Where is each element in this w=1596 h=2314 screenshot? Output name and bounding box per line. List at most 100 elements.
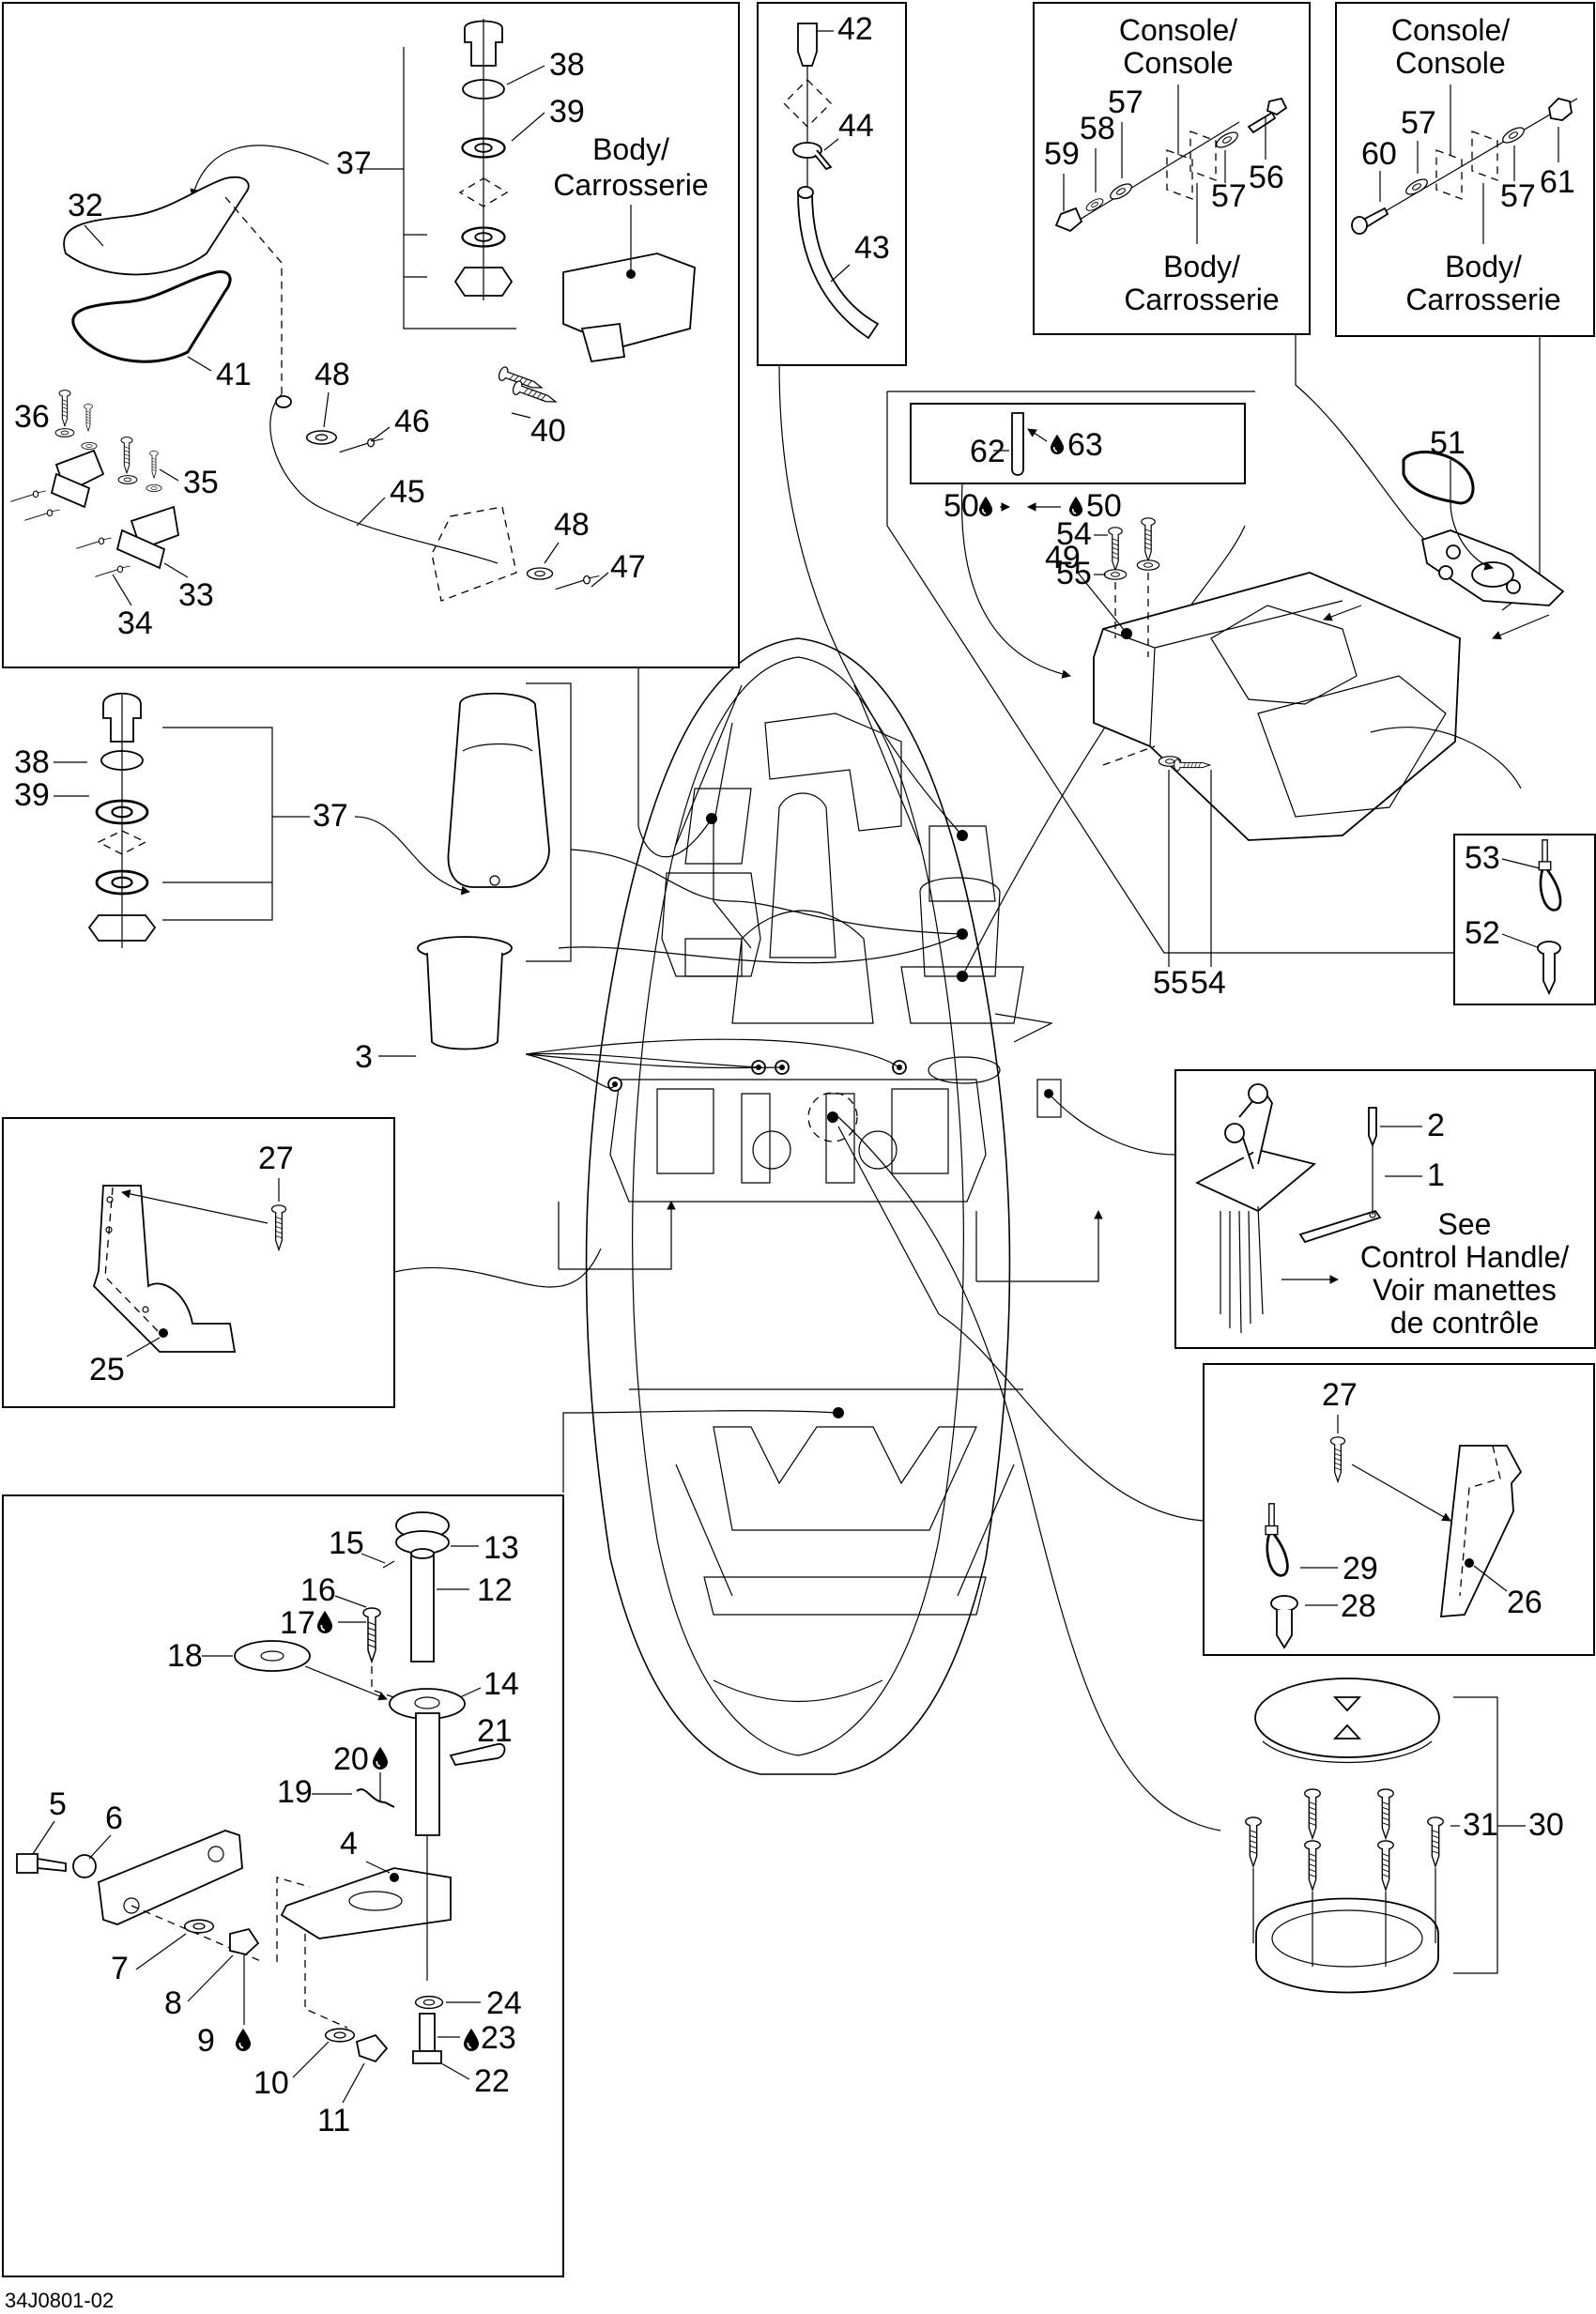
callout-42: 42	[837, 11, 873, 47]
callout-22: 22	[474, 2063, 510, 2099]
callout-57d: 57	[1500, 178, 1536, 214]
callout-61: 61	[1540, 164, 1575, 200]
callout-38: 38	[549, 47, 585, 83]
callout-2: 2	[1427, 1108, 1445, 1143]
note-body-2: Body/	[1445, 250, 1522, 284]
note-de-controle: de contrôle	[1390, 1306, 1539, 1340]
callout-48b: 48	[554, 507, 590, 543]
callout-59: 59	[1044, 136, 1080, 172]
callout-52: 52	[1465, 915, 1500, 951]
callout-15: 15	[329, 1525, 364, 1561]
box-bracket-left: 27 25	[2, 1117, 395, 1408]
callout-27b: 27	[1322, 1377, 1358, 1413]
note-console-2b: Console	[1395, 46, 1505, 80]
note-control-handle: Control Handle/	[1360, 1240, 1569, 1274]
callout-19: 19	[277, 1774, 313, 1810]
console-assembly: 62 63 50 50 49 54 55 55 54	[886, 391, 1596, 1001]
note-console-1: Console/	[1119, 13, 1237, 47]
callout-39: 39	[549, 94, 585, 130]
callout-33: 33	[178, 577, 214, 613]
note-carrosserie-1: Carrosserie	[1124, 283, 1279, 316]
access-cover: 31 30	[1245, 1678, 1564, 1994]
callout-23: 23	[481, 2020, 516, 2056]
callout-1: 1	[1427, 1157, 1445, 1193]
callout-57a: 57	[1108, 84, 1143, 120]
note-console-2: Console/	[1391, 13, 1510, 47]
box-control-handle: 2 1 See Control Handle/ Voir manettes de…	[1174, 1069, 1596, 1349]
box-column: 13 15 12 16 17 18 14 20 21 19	[2, 1494, 564, 2277]
callout-36: 36	[14, 399, 50, 435]
callout-25: 25	[89, 1352, 125, 1387]
callout-37: 37	[336, 146, 372, 181]
callout-20: 20	[333, 1741, 369, 1777]
hull-body	[558, 637, 1098, 1775]
callout-4: 4	[340, 1826, 358, 1862]
leader-lines	[393, 334, 1541, 1831]
callout-46: 46	[394, 404, 430, 439]
cup-holder-group: 38 39 37 3	[14, 682, 963, 1075]
callout-11: 11	[317, 2103, 350, 2138]
callout-34: 34	[117, 605, 153, 641]
callout-31: 31	[1463, 1807, 1498, 1843]
callout-63: 63	[1067, 427, 1103, 463]
box-console-2: Console/ Console Body/ Carrosserie 60 57…	[1335, 2, 1595, 337]
drop-icon	[1068, 496, 1083, 516]
note-carrosserie: Carrosserie	[553, 168, 708, 202]
box-hose: 42 44 43	[757, 2, 907, 366]
callout-50b: 50	[1086, 488, 1122, 524]
callout-32: 32	[68, 188, 103, 223]
note-body-1: Body/	[1163, 250, 1240, 284]
callout-26: 26	[1507, 1585, 1542, 1620]
callout-48a: 48	[315, 357, 350, 392]
callout-29: 29	[1343, 1551, 1378, 1586]
callout-13: 13	[483, 1530, 519, 1566]
callout-56: 56	[1249, 160, 1284, 195]
callout-8: 8	[164, 1985, 182, 2021]
callout-28: 28	[1341, 1588, 1376, 1624]
callout-39b: 39	[14, 777, 50, 813]
callout-41: 41	[216, 357, 252, 392]
callout-57c: 57	[1401, 105, 1436, 141]
callout-58: 58	[1080, 111, 1115, 146]
callout-21: 21	[477, 1713, 513, 1749]
callout-6: 6	[105, 1801, 123, 1836]
callout-14: 14	[483, 1666, 519, 1702]
box-clip-tie: 53 52	[1453, 834, 1596, 1005]
callout-54a: 54	[1056, 516, 1092, 552]
callout-38b: 38	[14, 744, 50, 780]
callout-30: 30	[1528, 1807, 1564, 1843]
note-body: Body/	[592, 132, 669, 166]
callout-45: 45	[390, 474, 425, 510]
note-carrosserie-2: Carrosserie	[1405, 283, 1560, 316]
callout-5: 5	[49, 1786, 67, 1822]
callout-3: 3	[355, 1039, 373, 1075]
callout-18: 18	[167, 1638, 203, 1674]
callout-55b: 55	[1153, 965, 1189, 1001]
callout-53: 53	[1465, 840, 1500, 876]
callout-57b: 57	[1211, 178, 1247, 214]
callout-54b: 54	[1190, 965, 1226, 1001]
callout-55a: 55	[1056, 556, 1092, 591]
figure-id: 34J0801-02	[5, 2289, 114, 2312]
callout-60: 60	[1361, 136, 1397, 172]
callout-7: 7	[111, 1951, 129, 1986]
box-bracket-right: 27 26 29 28	[1203, 1363, 1595, 1656]
callout-24: 24	[486, 1985, 522, 2021]
box-seat-latch: 38 39 37 Body/ Carrosserie 40 32 41 48 4…	[2, 2, 740, 668]
callout-27a: 27	[258, 1141, 294, 1176]
callout-44: 44	[838, 108, 874, 144]
callout-47: 47	[610, 549, 646, 585]
callout-9: 9	[197, 2023, 215, 2059]
callout-40: 40	[530, 413, 566, 449]
note-console-1b: Console	[1123, 46, 1233, 80]
callout-51: 51	[1430, 425, 1466, 461]
callout-62: 62	[970, 434, 1005, 469]
callout-49: 49	[1045, 540, 1081, 575]
note-voir-manettes: Voir manettes	[1373, 1273, 1557, 1307]
callout-43: 43	[854, 230, 890, 266]
callout-12: 12	[477, 1572, 513, 1608]
callout-37b: 37	[313, 798, 348, 834]
callout-35: 35	[183, 465, 219, 500]
box-console-1: Console/ Console Body/ Carrosserie 59 58…	[1033, 2, 1311, 335]
